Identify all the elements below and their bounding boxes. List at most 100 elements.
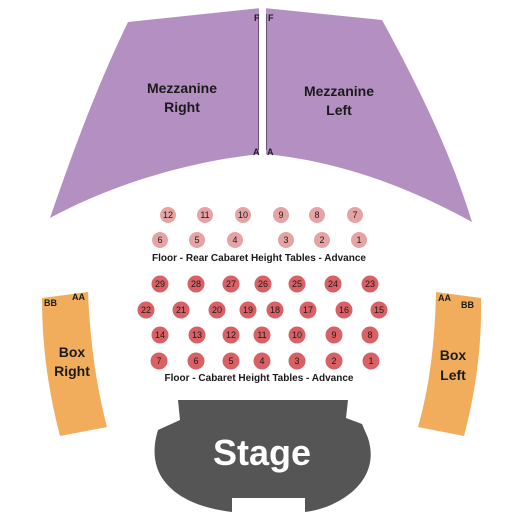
table-circle xyxy=(235,207,251,223)
table-floor-r2-15[interactable]: 15 xyxy=(370,301,388,319)
stage-section: Stage xyxy=(154,400,371,512)
table-circle xyxy=(351,232,367,248)
table-floor-r2-21[interactable]: 21 xyxy=(172,301,190,319)
table-circle xyxy=(314,232,330,248)
table-floor-r1-27[interactable]: 27 xyxy=(222,275,240,293)
table-number: 27 xyxy=(226,279,236,289)
table-number: 5 xyxy=(194,235,199,245)
mezzanine-aisle xyxy=(259,8,266,156)
table-rear-r1-9[interactable]: 9 xyxy=(273,207,289,223)
table-circle xyxy=(172,301,190,319)
table-rear-r1-8[interactable]: 8 xyxy=(309,207,325,223)
table-number: 8 xyxy=(314,210,319,220)
table-circle xyxy=(222,326,240,344)
mezzanine-left-area[interactable] xyxy=(264,8,472,222)
table-floor-r2-22[interactable]: 22 xyxy=(137,301,155,319)
table-floor-r2-16[interactable]: 16 xyxy=(335,301,353,319)
table-floor-r1-25[interactable]: 25 xyxy=(288,275,306,293)
table-floor-r1-24[interactable]: 24 xyxy=(324,275,342,293)
table-circle xyxy=(222,352,240,370)
table-floor-r3-9[interactable]: 9 xyxy=(325,326,343,344)
box-left-area[interactable] xyxy=(418,292,482,436)
box-left-section: AA BB Box Left xyxy=(418,292,482,436)
table-circle xyxy=(309,207,325,223)
table-circle xyxy=(324,275,342,293)
table-floor-r1-29[interactable]: 29 xyxy=(151,275,169,293)
table-floor-r4-7[interactable]: 7 xyxy=(150,352,168,370)
table-floor-r4-4[interactable]: 4 xyxy=(253,352,271,370)
table-rear-r2-6[interactable]: 6 xyxy=(152,232,168,248)
table-number: 8 xyxy=(367,330,372,340)
table-number: 9 xyxy=(278,210,283,220)
table-circle xyxy=(362,352,380,370)
mezzanine-section: Mezzanine Right Mezzanine Left F F A A xyxy=(50,8,472,222)
box-left-row-aa: AA xyxy=(438,293,451,303)
table-rear-r2-3[interactable]: 3 xyxy=(278,232,294,248)
table-number: 4 xyxy=(232,235,237,245)
table-circle xyxy=(266,301,284,319)
mezzanine-left-row-bottom-marker: A xyxy=(267,147,274,157)
table-floor-r4-3[interactable]: 3 xyxy=(288,352,306,370)
table-floor-r1-28[interactable]: 28 xyxy=(187,275,205,293)
mezzanine-left-label-line1: Mezzanine xyxy=(304,83,374,99)
table-rear-r2-1[interactable]: 1 xyxy=(351,232,367,248)
mezzanine-left-label-line2: Left xyxy=(326,102,352,118)
table-number: 2 xyxy=(319,235,324,245)
table-number: 7 xyxy=(352,210,357,220)
table-number: 7 xyxy=(156,356,161,366)
table-circle xyxy=(278,232,294,248)
table-number: 1 xyxy=(356,235,361,245)
table-circle xyxy=(222,275,240,293)
table-number: 17 xyxy=(303,305,313,315)
table-rear-r1-7[interactable]: 7 xyxy=(347,207,363,223)
box-right-row-aa: AA xyxy=(72,292,85,302)
table-floor-r3-8[interactable]: 8 xyxy=(361,326,379,344)
table-floor-r3-14[interactable]: 14 xyxy=(151,326,169,344)
table-circle xyxy=(370,301,388,319)
table-rear-r1-11[interactable]: 11 xyxy=(197,207,213,223)
mezzanine-right-row-bottom-marker: A xyxy=(253,147,260,157)
floor-cabaret-label: Floor - Cabaret Height Tables - Advance xyxy=(165,373,354,384)
table-number: 25 xyxy=(292,279,302,289)
table-floor-r3-10[interactable]: 10 xyxy=(288,326,306,344)
table-rear-r2-4[interactable]: 4 xyxy=(227,232,243,248)
table-circle xyxy=(288,326,306,344)
box-left-label-line2: Left xyxy=(440,367,466,383)
table-circle xyxy=(150,352,168,370)
table-circle xyxy=(273,207,289,223)
table-circle xyxy=(347,207,363,223)
table-floor-r2-20[interactable]: 20 xyxy=(208,301,226,319)
box-right-section: BB AA Box Right xyxy=(42,292,107,436)
table-circle xyxy=(187,352,205,370)
table-floor-r2-17[interactable]: 17 xyxy=(299,301,317,319)
mezzanine-right-area[interactable] xyxy=(50,8,261,218)
table-floor-r1-26[interactable]: 26 xyxy=(254,275,272,293)
table-floor-r1-23[interactable]: 23 xyxy=(361,275,379,293)
table-circle xyxy=(288,275,306,293)
table-rear-r2-5[interactable]: 5 xyxy=(189,232,205,248)
table-circle xyxy=(325,352,343,370)
table-rear-r2-2[interactable]: 2 xyxy=(314,232,330,248)
table-floor-r2-19[interactable]: 19 xyxy=(239,301,257,319)
table-floor-r3-13[interactable]: 13 xyxy=(188,326,206,344)
table-circle xyxy=(189,232,205,248)
table-rear-r1-12[interactable]: 12 xyxy=(160,207,176,223)
table-number: 26 xyxy=(258,279,268,289)
mezzanine-right-label-line2: Right xyxy=(164,99,200,115)
table-number: 12 xyxy=(163,210,173,220)
table-number: 15 xyxy=(374,305,384,315)
table-rear-r1-10[interactable]: 10 xyxy=(235,207,251,223)
table-floor-r2-18[interactable]: 18 xyxy=(266,301,284,319)
table-circle xyxy=(335,301,353,319)
table-circle xyxy=(208,301,226,319)
box-left-row-bb: BB xyxy=(461,300,474,310)
box-right-area[interactable] xyxy=(42,292,107,436)
table-floor-r4-5[interactable]: 5 xyxy=(222,352,240,370)
table-floor-r4-2[interactable]: 2 xyxy=(325,352,343,370)
table-floor-r3-11[interactable]: 11 xyxy=(253,326,271,344)
table-floor-r3-12[interactable]: 12 xyxy=(222,326,240,344)
table-number: 4 xyxy=(259,356,264,366)
table-floor-r4-6[interactable]: 6 xyxy=(187,352,205,370)
table-floor-r4-1[interactable]: 1 xyxy=(362,352,380,370)
